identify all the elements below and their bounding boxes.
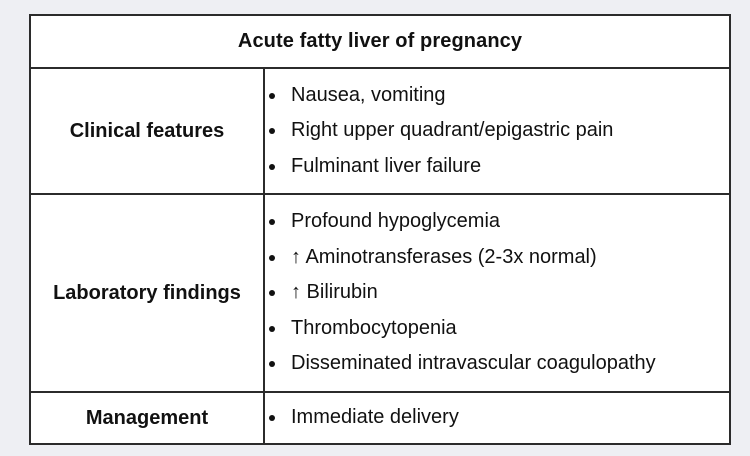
bullet-list: Profound hypoglycemia ↑ Aminotransferase… [265,204,729,382]
list-item: Right upper quadrant/epigastric pain [265,113,729,149]
list-item: Profound hypoglycemia [265,204,729,240]
table-row-clinical-features: Clinical features Nausea, vomiting Right… [29,67,731,195]
row-content: Nausea, vomiting Right upper quadrant/ep… [263,67,731,195]
bullet-list: Nausea, vomiting Right upper quadrant/ep… [265,78,729,185]
row-label: Laboratory findings [29,193,265,393]
table-row-management: Management Immediate delivery [29,391,731,445]
row-label: Clinical features [29,67,265,195]
row-label: Management [29,391,265,445]
row-content: Immediate delivery [263,391,731,445]
list-item: Thrombocytopenia [265,311,729,347]
table-row-laboratory-findings: Laboratory findings Profound hypoglycemi… [29,193,731,393]
title-row: Acute fatty liver of pregnancy [29,14,731,69]
list-item: ↑ Bilirubin [265,275,729,311]
table-title: Acute fatty liver of pregnancy [29,14,731,69]
list-item: Fulminant liver failure [265,149,729,185]
list-item: Disseminated intravascular coagulopathy [265,346,729,382]
list-item: Immediate delivery [265,400,729,436]
info-table: Acute fatty liver of pregnancy Clinical … [29,14,731,445]
list-item: Nausea, vomiting [265,78,729,114]
bullet-list: Immediate delivery [265,400,729,436]
row-content: Profound hypoglycemia ↑ Aminotransferase… [263,193,731,393]
list-item: ↑ Aminotransferases (2-3x normal) [265,240,729,276]
